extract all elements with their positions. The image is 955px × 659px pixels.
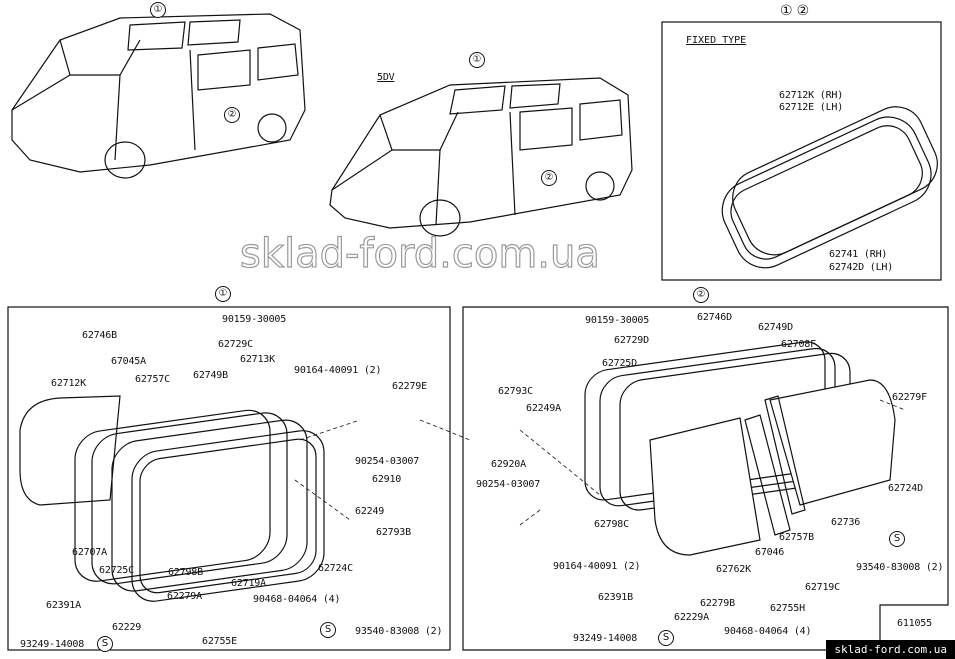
- part-label[interactable]: 62749B: [193, 370, 228, 381]
- part-label[interactable]: 93249-14008: [573, 633, 638, 644]
- part-label[interactable]: 67045A: [111, 356, 146, 367]
- part-label[interactable]: 93249-14008: [20, 639, 85, 650]
- screw-symbol: S: [889, 531, 905, 547]
- part-label[interactable]: 62757B: [779, 532, 814, 543]
- part-label[interactable]: 62757C: [135, 374, 170, 385]
- part-label[interactable]: 62249: [355, 506, 385, 517]
- variant-label: 5DV: [377, 72, 395, 83]
- watermark: sklad-ford.com.ua: [239, 230, 600, 277]
- part-label[interactable]: 62391B: [598, 592, 633, 603]
- part-label[interactable]: 62712K: [51, 378, 86, 389]
- part-label[interactable]: 62725D: [602, 358, 637, 369]
- part-label[interactable]: 62724C: [318, 563, 353, 574]
- part-label[interactable]: 90468-04064 (4): [253, 594, 341, 605]
- part-label[interactable]: 90164-40091 (2): [553, 561, 641, 572]
- part-label[interactable]: 90164-40091 (2): [294, 365, 382, 376]
- site-badge[interactable]: sklad-ford.com.ua: [826, 640, 955, 659]
- panel-1-callout: ①: [215, 286, 231, 302]
- part-label[interactable]: 93540-83008 (2): [355, 626, 443, 637]
- part-label[interactable]: 62742D (LH): [829, 262, 894, 273]
- part-label[interactable]: 67046: [755, 547, 785, 558]
- part-label[interactable]: 93540-83008 (2): [856, 562, 944, 573]
- fixed-window-seal: [721, 106, 938, 269]
- part-label[interactable]: 62708F: [781, 339, 816, 350]
- callout-2: ②: [224, 107, 240, 123]
- part-label[interactable]: 62729D: [614, 335, 649, 346]
- part-label[interactable]: 62391A: [46, 600, 81, 611]
- part-label[interactable]: 62279E: [392, 381, 427, 392]
- part-label[interactable]: 62724D: [888, 483, 923, 494]
- part-label[interactable]: 90159-30005: [585, 315, 650, 326]
- window-assembly-right: [584, 341, 896, 556]
- inset-callouts: ① ②: [780, 3, 809, 19]
- part-label[interactable]: 62729C: [218, 339, 253, 350]
- van-illustration-right: [329, 77, 633, 237]
- part-label[interactable]: 90468-04064 (4): [724, 626, 812, 637]
- part-label[interactable]: 62793C: [498, 386, 533, 397]
- part-label[interactable]: 62749D: [758, 322, 793, 333]
- part-label[interactable]: 62229A: [674, 612, 709, 623]
- screw-symbol: S: [658, 630, 674, 646]
- part-label[interactable]: 62719C: [805, 582, 840, 593]
- panel-1-frame: [7, 306, 451, 651]
- screw-symbol: S: [97, 636, 113, 652]
- panel-2-callout: ②: [693, 287, 709, 303]
- panel-2-frame: [462, 306, 949, 651]
- diagram-code: 611055: [897, 618, 932, 629]
- part-label[interactable]: 62910: [372, 474, 402, 485]
- part-label[interactable]: 62798C: [594, 519, 629, 530]
- callout-1: ①: [469, 52, 485, 68]
- part-label[interactable]: 62712E (LH): [779, 102, 844, 113]
- window-assembly-left: [19, 395, 325, 602]
- part-label[interactable]: 62279A: [167, 591, 202, 602]
- part-label[interactable]: 62755H: [770, 603, 805, 614]
- part-label[interactable]: 62279F: [892, 392, 927, 403]
- callout-1: ①: [150, 2, 166, 18]
- part-label[interactable]: 62713K: [240, 354, 275, 365]
- part-label[interactable]: 90254-03007: [476, 479, 541, 490]
- part-label[interactable]: 90159-30005: [222, 314, 287, 325]
- screw-symbol: S: [320, 622, 336, 638]
- part-label[interactable]: 62736: [831, 517, 861, 528]
- part-label[interactable]: 62707A: [72, 547, 107, 558]
- part-label[interactable]: 62741 (RH): [829, 249, 888, 260]
- van-illustration-left: [11, 13, 306, 179]
- part-label[interactable]: 62712K (RH): [779, 90, 844, 101]
- part-label[interactable]: 62762K: [716, 564, 751, 575]
- part-label[interactable]: 62249A: [526, 403, 561, 414]
- part-label[interactable]: 62755E: [202, 636, 237, 647]
- part-label[interactable]: 62719A: [231, 578, 266, 589]
- inset-title: FIXED TYPE: [686, 35, 747, 46]
- part-label[interactable]: 62798B: [168, 567, 203, 578]
- part-label[interactable]: 62746D: [697, 312, 732, 323]
- part-label[interactable]: 62746B: [82, 330, 117, 341]
- fixed-type-inset: [661, 21, 942, 281]
- part-label[interactable]: 62229: [112, 622, 142, 633]
- part-label[interactable]: 62279B: [700, 598, 735, 609]
- part-label[interactable]: 62725C: [99, 565, 134, 576]
- part-label[interactable]: 62793B: [376, 527, 411, 538]
- part-label[interactable]: 62920A: [491, 459, 526, 470]
- callout-2: ②: [541, 170, 557, 186]
- part-label[interactable]: 90254-03007: [355, 456, 420, 467]
